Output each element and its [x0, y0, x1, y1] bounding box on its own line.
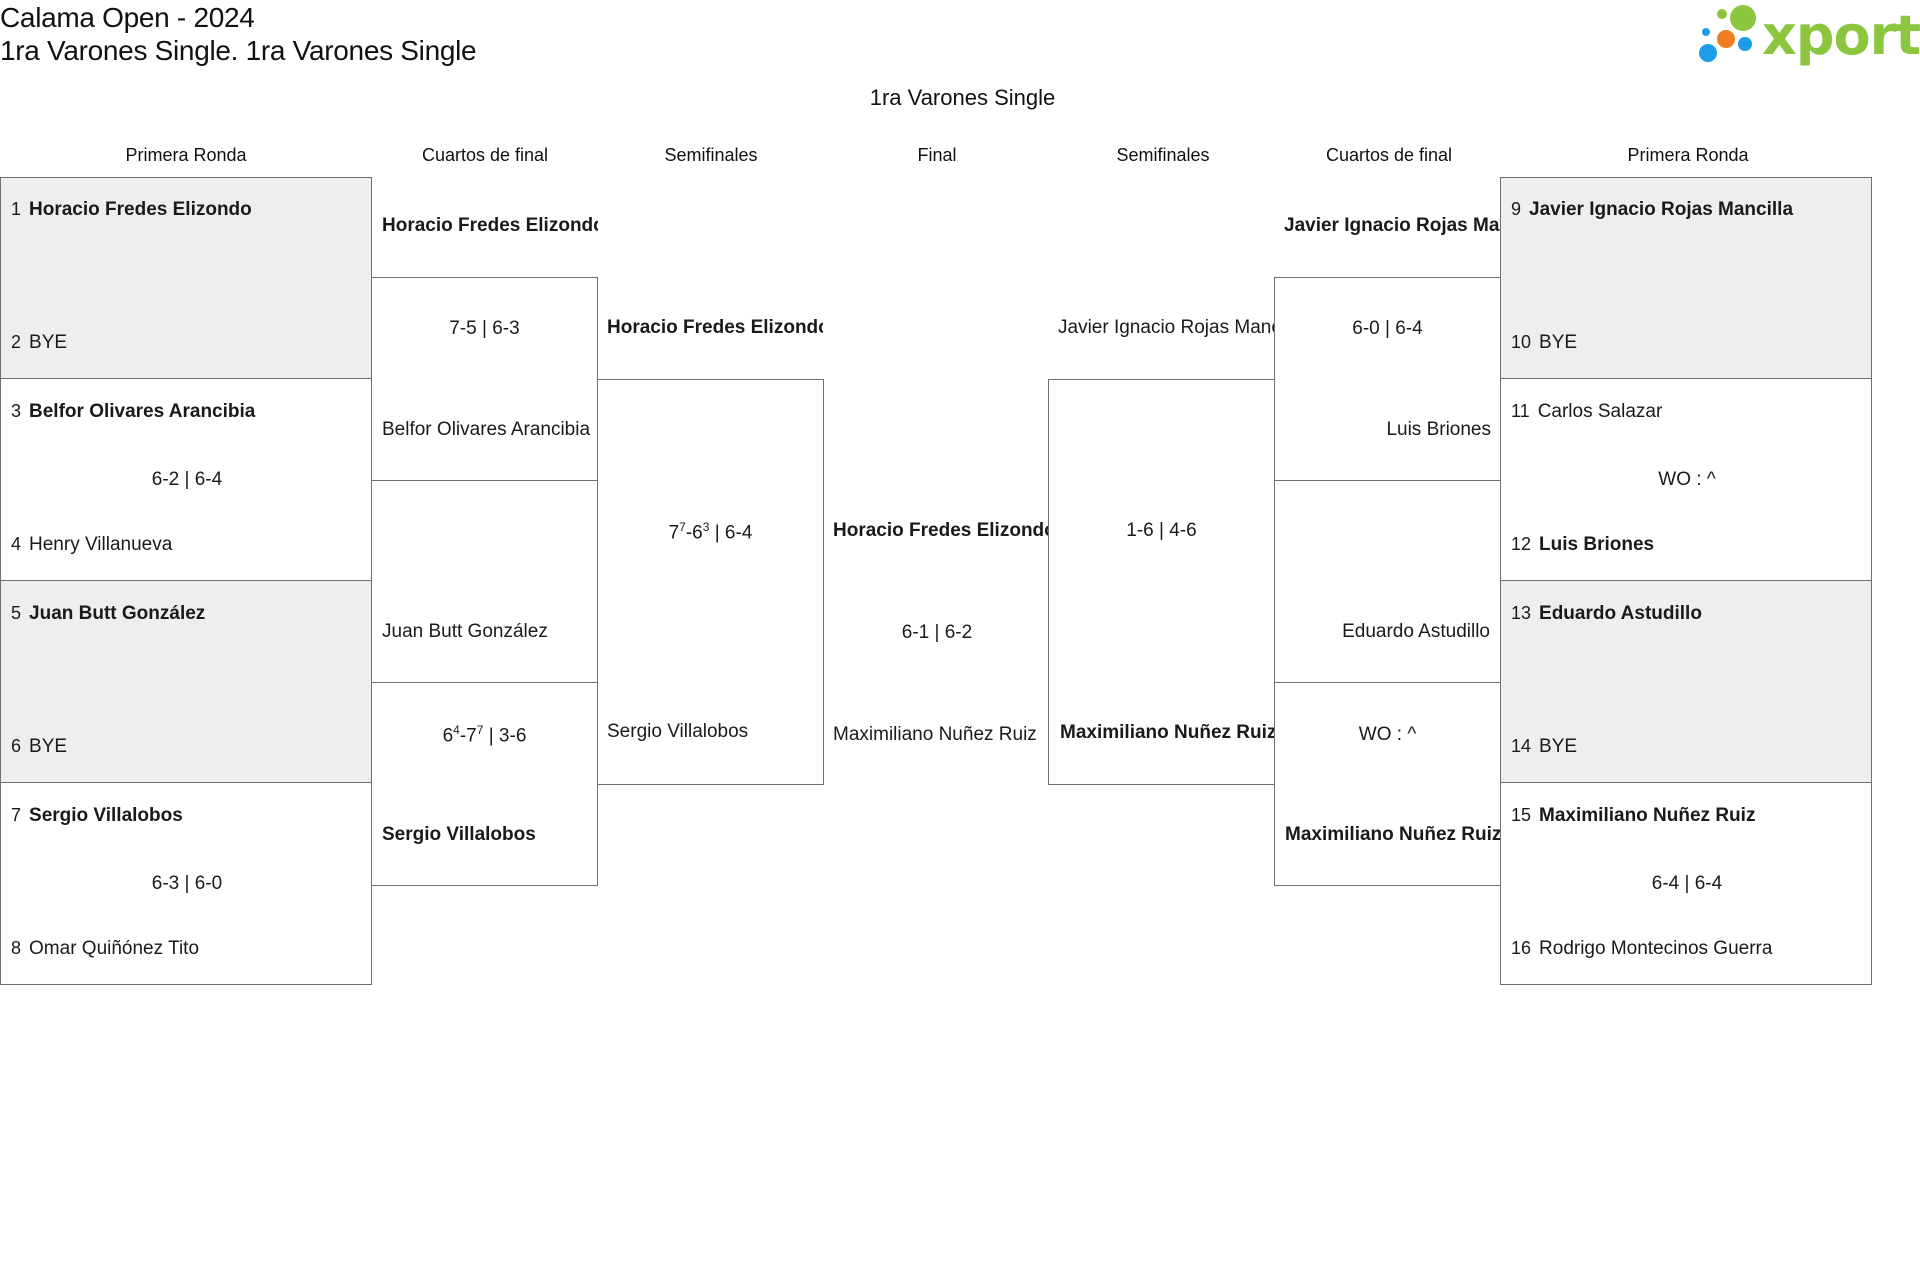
round-header-left-r1: Primera Ronda [125, 145, 247, 165]
seed-number: 5 [11, 603, 22, 623]
match-box-left-qf-2: 64-77 | 3-6 Sergio Villalobos [371, 682, 598, 886]
finalist-name[interactable]: Maximiliano Nuñez Ruiz [833, 724, 1037, 745]
match-result: WO : ^ [1658, 469, 1716, 490]
xporty-logo-icon [1693, 4, 1763, 66]
match-result: 1-6 | 4-6 [1126, 520, 1197, 541]
player-name[interactable]: Sergio Villalobos [382, 824, 536, 845]
match-box-right-r1-4: 15 Maximiliano Nuñez Ruiz 6-4 | 6-4 16 Rod… [1500, 782, 1872, 985]
match-box-right-qf-1: 6-0 | 6-4 Luis Briones [1274, 277, 1501, 481]
player-name[interactable]: Sergio Villalobos [607, 721, 749, 742]
final-result: 6-1 | 6-2 [901, 622, 973, 643]
seed-number: 2 [11, 332, 22, 352]
player-name: Henry Villanueva [29, 534, 173, 555]
player-name: Luis Briones [1539, 534, 1655, 555]
round-header-right-r1: Primera Ronda [1627, 145, 1749, 165]
player-name: Sergio Villalobos [29, 805, 183, 826]
seed-number: 11 [1511, 401, 1530, 421]
player-entry[interactable]: 15 Maximiliano Nuñez Ruiz [1511, 805, 1755, 827]
seed-number: 7 [11, 805, 22, 825]
seed-number: 9 [1511, 199, 1522, 219]
round-header-left-qf: Cuartos de final [421, 145, 549, 165]
match-box-right-r1-2: 11 Carlos Salazar WO : ^ 12 Luis Briones [1500, 378, 1872, 581]
player-name[interactable]: Belfor Olivares Arancibia [382, 419, 591, 440]
match-box-right-r1-3: 13 Eduardo Astudillo 14 BYE [1500, 580, 1872, 783]
player-name: BYE [29, 736, 68, 757]
seed-number: 4 [11, 534, 22, 554]
player-entry[interactable]: 3 Belfor Olivares Arancibia [11, 401, 255, 423]
round-header-final: Final [917, 145, 957, 165]
player-name[interactable]: Javier Ignacio Rojas Mancilla [1058, 317, 1274, 338]
match-box-left-r1-3: 5 Juan Butt González 6 BYE [0, 580, 372, 783]
match-box-left-sf: 77-63 | 6-4 Sergio Villalobos [597, 379, 824, 785]
match-box-left-r1-1: 1 Horacio Fredes Elizondo 2 BYE [0, 177, 372, 379]
round-header-left-sf: Semifinales [664, 145, 758, 165]
player-name: Belfor Olivares Arancibia [29, 401, 256, 422]
qf-winner-name[interactable]: Javier Ignacio Rojas Mancilla [1284, 215, 1500, 236]
seed-number: 6 [11, 736, 22, 756]
player-entry[interactable]: 2 BYE [11, 332, 67, 354]
player-entry[interactable]: 14 BYE [1511, 736, 1577, 758]
player-name[interactable]: Juan Butt González [382, 621, 548, 642]
sf-winner-name[interactable]: Maximiliano Nuñez Ruiz [1060, 722, 1274, 743]
player-entry[interactable]: 13 Eduardo Astudillo [1511, 603, 1702, 625]
match-result: 77-63 | 6-4 [668, 520, 753, 544]
player-name[interactable]: Eduardo Astudillo [1342, 621, 1490, 642]
sf-winner-name[interactable]: Horacio Fredes Elizondo [607, 317, 823, 338]
match-box-right-r1-1: 9 Javier Ignacio Rojas Mancilla 10 BYE [1500, 177, 1872, 379]
xporty-logo-text: xporty [1762, 4, 1920, 67]
seed-number: 14 [1511, 736, 1532, 756]
match-result: 6-2 | 6-4 [151, 469, 223, 490]
seed-number: 1 [11, 199, 22, 219]
player-name: BYE [1539, 332, 1578, 353]
player-entry[interactable]: 4 Henry Villanueva [11, 534, 172, 556]
match-box-right-qf-2: WO : ^ Maximiliano Nuñez Ruiz [1274, 682, 1501, 886]
round-header-right-qf: Cuartos de final [1325, 145, 1453, 165]
player-entry[interactable]: 9 Javier Ignacio Rojas Mancilla [1511, 199, 1793, 221]
seed-number: 10 [1511, 332, 1532, 352]
champion-name[interactable]: Horacio Fredes Elizondo [833, 520, 1049, 541]
player-name: Rodrigo Montecinos Guerra [1539, 938, 1773, 959]
match-box-left-r1-2: 3 Belfor Olivares Arancibia 6-2 | 6-4 4 He… [0, 378, 372, 581]
player-name: Eduardo Astudillo [1539, 603, 1702, 624]
player-name[interactable]: Luis Briones [1386, 419, 1491, 440]
player-entry[interactable]: 1 Horacio Fredes Elizondo [11, 199, 252, 221]
player-entry[interactable]: 16 Rodrigo Montecinos Guerra [1511, 938, 1772, 960]
tournament-title: Calama Open - 2024 [0, 2, 255, 33]
seed-number: 16 [1511, 938, 1532, 958]
match-box-left-r1-4: 7 Sergio Villalobos 6-3 | 6-0 8 Omar Quiñó… [0, 782, 372, 985]
player-entry[interactable]: 12 Luis Briones [1511, 534, 1654, 556]
player-name: Horacio Fredes Elizondo [29, 199, 252, 220]
match-result: 64-77 | 3-6 [442, 723, 527, 747]
player-entry[interactable]: 7 Sergio Villalobos [11, 805, 183, 827]
player-name: Omar Quiñónez Tito [29, 938, 200, 959]
player-entry[interactable]: 10 BYE [1511, 332, 1577, 354]
player-name: Maximiliano Nuñez Ruiz [1539, 805, 1756, 826]
player-name: BYE [29, 332, 68, 353]
player-name: BYE [1539, 736, 1578, 757]
seed-number: 3 [11, 401, 22, 421]
player-name: Javier Ignacio Rojas Mancilla [1529, 199, 1794, 220]
category-title: 1ra Varones Single [869, 85, 1056, 110]
match-box-right-sf: 1-6 | 4-6 Maximiliano Nuñez Ruiz [1048, 379, 1275, 785]
seed-number: 15 [1511, 805, 1532, 825]
match-result: 6-4 | 6-4 [1651, 873, 1723, 894]
round-header-right-sf: Semifinales [1116, 145, 1210, 165]
match-result: 6-3 | 6-0 [151, 873, 223, 894]
qf-winner-name[interactable]: Horacio Fredes Elizondo [382, 215, 598, 236]
seed-number: 13 [1511, 603, 1532, 623]
match-result: 7-5 | 6-3 [449, 318, 520, 339]
qf-winner-name[interactable]: Maximiliano Nuñez Ruiz [1285, 824, 1500, 845]
draw-subtitle: 1ra Varones Single. 1ra Varones Single [0, 35, 477, 66]
seed-number: 8 [11, 938, 22, 958]
player-name: Juan Butt González [29, 603, 206, 624]
match-result: 6-0 | 6-4 [1352, 318, 1423, 339]
match-box-left-qf-1: 7-5 | 6-3 Belfor Olivares Arancibia [371, 277, 598, 481]
player-entry[interactable]: 6 BYE [11, 736, 67, 758]
player-entry[interactable]: 8 Omar Quiñónez Tito [11, 938, 199, 960]
player-entry[interactable]: 11 Carlos Salazar [1511, 401, 1662, 423]
player-name: Carlos Salazar [1537, 401, 1663, 422]
player-entry[interactable]: 5 Juan Butt González [11, 603, 205, 625]
seed-number: 12 [1511, 534, 1532, 554]
match-result: WO : ^ [1358, 724, 1417, 745]
